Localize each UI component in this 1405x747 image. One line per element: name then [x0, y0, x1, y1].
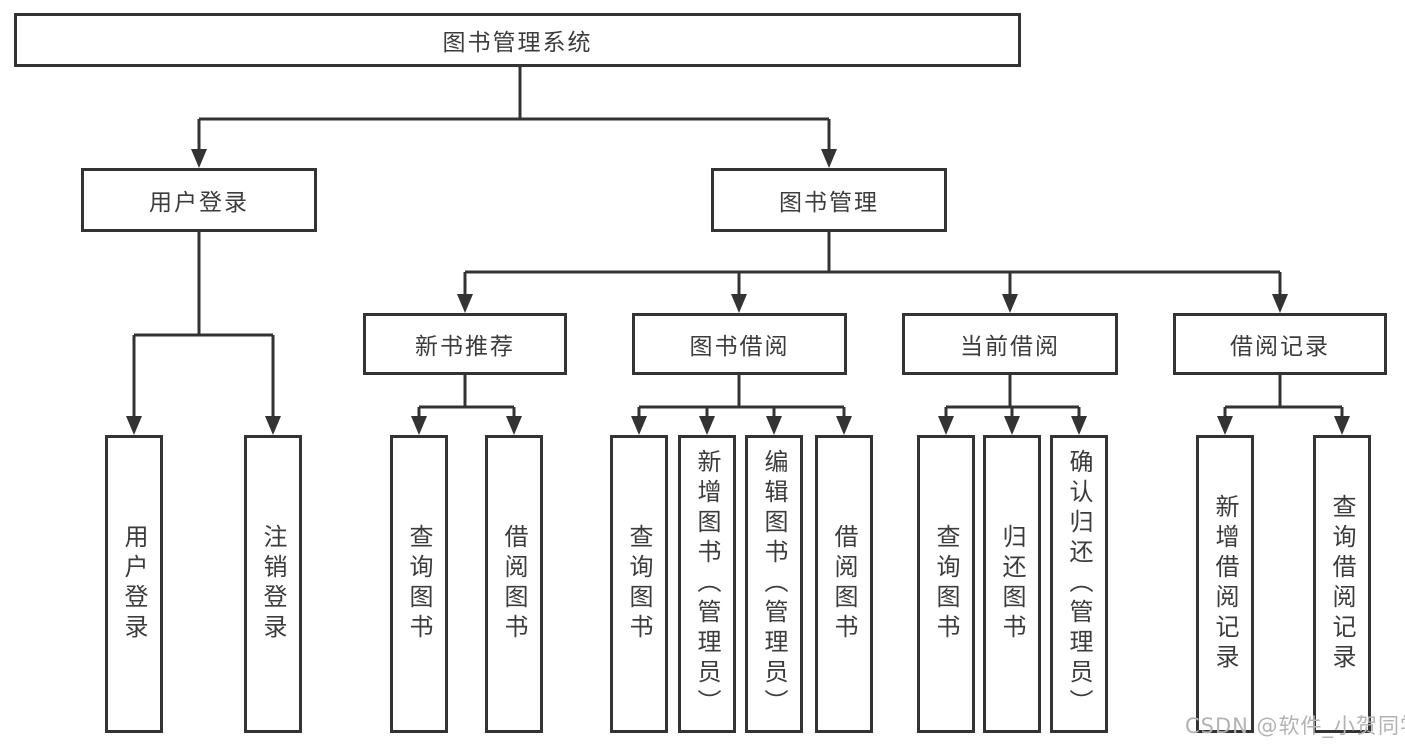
leaf-borrow-books-recommend-label: 借阅图书	[500, 524, 528, 644]
leaf-query-books-borrowing: 查询图书	[610, 435, 668, 733]
node-current-borrowing: 当前借阅	[902, 313, 1118, 375]
leaf-add-borrow-record: 新增借阅记录	[1196, 435, 1254, 733]
csdn-watermark: CSDN @软件_小贺同学	[1185, 714, 1405, 738]
node-borrowing-records: 借阅记录	[1173, 313, 1387, 375]
leaf-add-borrow-record-label: 新增借阅记录	[1211, 494, 1239, 674]
leaf-edit-book-admin: 编辑图书（管理员）	[745, 435, 803, 733]
leaf-logout: 注销登录	[244, 435, 302, 733]
node-root-label: 图书管理系统	[442, 30, 593, 56]
leaf-add-book-admin: 新增图书（管理员）	[678, 435, 736, 733]
leaf-return-books: 归还图书	[983, 435, 1041, 733]
leaf-query-books-recommend: 查询图书	[390, 435, 448, 733]
leaf-query-borrow-record: 查询借阅记录	[1313, 435, 1371, 733]
leaf-user-login: 用户登录	[105, 435, 163, 733]
leaf-logout-label: 注销登录	[259, 524, 287, 644]
node-root: 图书管理系统	[14, 13, 1021, 67]
arrowheads	[126, 149, 1350, 435]
leaf-add-book-admin-label: 新增图书（管理员）	[693, 449, 721, 719]
leaf-return-books-label: 归还图书	[998, 524, 1026, 644]
leaf-edit-book-admin-label: 编辑图书（管理员）	[760, 449, 788, 719]
leaf-query-books-borrowing-label: 查询图书	[625, 524, 653, 644]
leaf-query-books-current: 查询图书	[917, 435, 975, 733]
leaf-confirm-return-admin-label: 确认归还（管理员）	[1065, 449, 1093, 719]
node-book-borrowing-label: 图书借阅	[689, 334, 790, 360]
leaf-borrow-books-borrowing: 借阅图书	[815, 435, 873, 733]
leaf-query-borrow-record-label: 查询借阅记录	[1328, 494, 1356, 674]
node-new-book-recommend: 新书推荐	[363, 313, 567, 375]
node-borrowing-records-label: 借阅记录	[1230, 334, 1330, 360]
node-user-login-label: 用户登录	[149, 190, 249, 216]
node-book-borrowing: 图书借阅	[632, 313, 847, 375]
leaf-borrow-books-borrowing-label: 借阅图书	[830, 524, 858, 644]
leaf-user-login-label: 用户登录	[120, 524, 148, 644]
leaf-query-books-recommend-label: 查询图书	[405, 524, 433, 644]
leaf-query-books-current-label: 查询图书	[932, 524, 960, 644]
node-new-book-recommend-label: 新书推荐	[415, 334, 515, 360]
leaf-borrow-books-recommend: 借阅图书	[485, 435, 543, 733]
node-book-management: 图书管理	[711, 168, 947, 232]
node-user-login: 用户登录	[81, 168, 317, 232]
leaf-confirm-return-admin: 确认归还（管理员）	[1050, 435, 1108, 733]
node-book-management-label: 图书管理	[779, 190, 879, 216]
node-current-borrowing-label: 当前借阅	[960, 334, 1060, 360]
